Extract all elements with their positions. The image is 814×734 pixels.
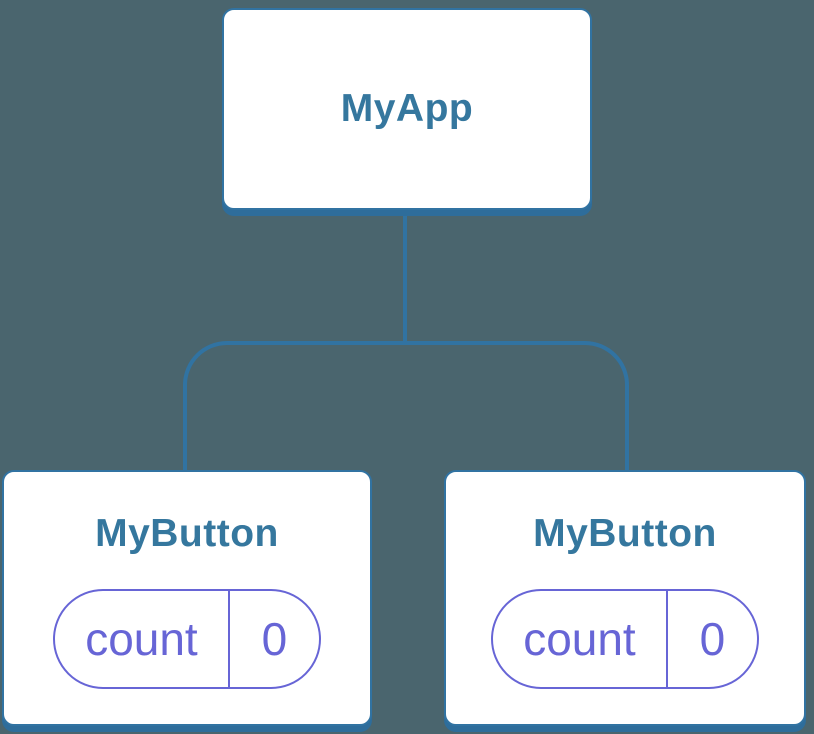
connector-stem-line	[403, 216, 407, 343]
connector-branch-line	[183, 341, 629, 470]
child-component-label: MyButton	[95, 512, 279, 555]
state-key-label: count	[85, 612, 198, 665]
child-component-node-left: MyButton count 0	[2, 470, 372, 726]
state-value-label: 0	[261, 612, 288, 665]
state-key-label: count	[523, 612, 636, 665]
state-pill: count 0	[491, 588, 759, 689]
child-component-label: MyButton	[533, 512, 717, 555]
state-value-cell: 0	[665, 590, 757, 687]
state-key-cell: count	[493, 591, 666, 687]
root-component-node: MyApp	[222, 8, 592, 210]
state-value-cell: 0	[227, 590, 319, 687]
state-pill: count 0	[53, 588, 321, 689]
root-component-label: MyApp	[340, 86, 474, 130]
state-key-cell: count	[55, 591, 228, 687]
child-component-node-right: MyButton count 0	[444, 470, 806, 726]
state-value-label: 0	[699, 612, 726, 665]
